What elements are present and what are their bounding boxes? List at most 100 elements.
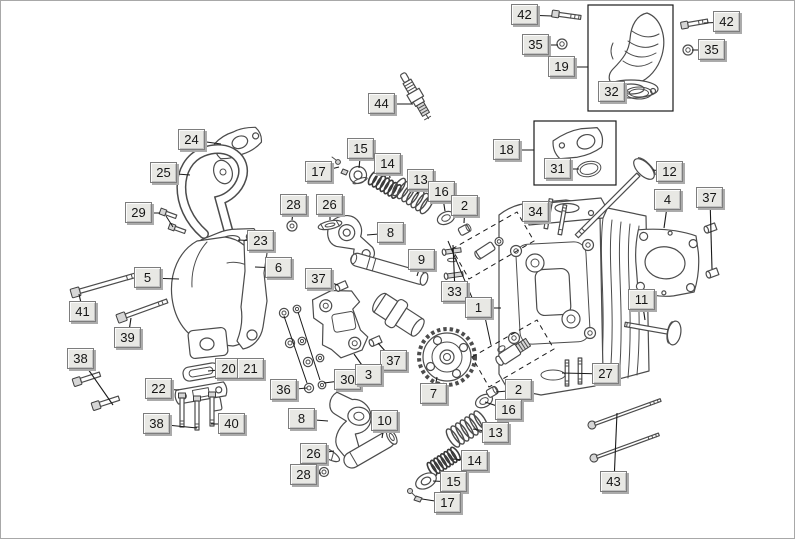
callout-8[interactable]: 8 <box>377 222 404 243</box>
callout-15[interactable]: 15 <box>440 471 467 492</box>
group-box-18 <box>533 120 617 186</box>
part-bolts-29 <box>158 207 187 235</box>
callout-41[interactable]: 41 <box>69 301 96 322</box>
callout-26[interactable]: 26 <box>316 194 343 215</box>
part-bolt-42-left <box>551 9 582 21</box>
part-shim-26-upper <box>317 219 343 231</box>
callout-28[interactable]: 28 <box>280 194 307 215</box>
part-breather-cover-20-21 <box>182 362 220 382</box>
callout-6[interactable]: 6 <box>265 257 292 278</box>
connector-line <box>447 240 474 301</box>
part-nut-28-upper <box>286 220 298 232</box>
part-spring-retainer-15-upper <box>348 165 368 185</box>
part-valve-spring-inner-lower <box>426 446 461 477</box>
part-oring-31 <box>576 160 602 178</box>
part-valve-cotters-17-lower <box>407 488 423 503</box>
callout-42[interactable]: 42 <box>713 11 740 32</box>
callout-33[interactable]: 33 <box>441 281 468 302</box>
connector-line <box>297 311 321 381</box>
callout-16[interactable]: 16 <box>428 181 455 202</box>
part-camshaft-holder-3 <box>311 289 369 359</box>
part-valve-spring-inner-upper <box>367 170 402 199</box>
connector-line <box>484 316 492 346</box>
callout-15[interactable]: 15 <box>347 138 374 159</box>
part-nut-35-left <box>556 38 568 50</box>
part-valve-exhaust-11 <box>623 320 682 346</box>
part-exhaust-flange-plate <box>552 127 604 160</box>
callout-42[interactable]: 42 <box>511 4 538 25</box>
callout-25[interactable]: 25 <box>150 162 177 183</box>
callout-17[interactable]: 17 <box>305 161 332 182</box>
connector-line <box>165 215 174 228</box>
callout-14[interactable]: 14 <box>461 450 488 471</box>
callout-34[interactable]: 34 <box>522 201 549 222</box>
part-valve-intake-12 <box>574 157 656 239</box>
callout-38[interactable]: 38 <box>67 348 94 369</box>
callout-40[interactable]: 40 <box>218 413 245 434</box>
callout-5[interactable]: 5 <box>134 267 161 288</box>
part-nut-35-right <box>682 44 694 56</box>
part-dowels-37-right <box>703 222 720 279</box>
callout-27[interactable]: 27 <box>592 363 619 384</box>
callout-37[interactable]: 37 <box>380 350 407 371</box>
leader-line <box>709 197 713 270</box>
callout-20[interactable]: 20 <box>215 358 242 379</box>
callout-37[interactable]: 37 <box>305 268 332 289</box>
callout-44[interactable]: 44 <box>368 93 395 114</box>
callout-16[interactable]: 16 <box>495 399 522 420</box>
leader-line <box>613 412 618 483</box>
callout-8[interactable]: 8 <box>288 408 315 429</box>
callout-7[interactable]: 7 <box>420 383 447 404</box>
callout-12[interactable]: 12 <box>656 161 683 182</box>
callout-14[interactable]: 14 <box>374 153 401 174</box>
callout-32[interactable]: 32 <box>598 81 625 102</box>
part-bolt-42-right <box>680 18 709 30</box>
callout-31[interactable]: 31 <box>544 158 571 179</box>
callout-2[interactable]: 2 <box>505 379 532 400</box>
connector-line <box>283 315 308 384</box>
part-spring-retainer-15-lower <box>415 472 437 490</box>
callout-36[interactable]: 36 <box>270 379 297 400</box>
callout-26[interactable]: 26 <box>300 443 327 464</box>
part-rocker-shaft-10 <box>343 429 398 469</box>
callout-11[interactable]: 11 <box>628 289 655 310</box>
part-valve-spring-outer-upper <box>391 177 434 215</box>
callout-29[interactable]: 29 <box>125 202 152 223</box>
part-spark-plug <box>400 72 432 121</box>
callout-13[interactable]: 13 <box>482 422 509 443</box>
part-camshaft <box>372 292 477 387</box>
callout-39[interactable]: 39 <box>114 327 141 348</box>
callout-35[interactable]: 35 <box>698 39 725 60</box>
part-valve-cotters-17-upper <box>331 156 349 176</box>
callout-9[interactable]: 9 <box>408 249 435 270</box>
part-spring-seat-16-lower <box>474 393 494 409</box>
callout-1[interactable]: 1 <box>465 297 492 318</box>
callout-17[interactable]: 17 <box>434 492 461 513</box>
callout-37[interactable]: 37 <box>696 187 723 208</box>
callout-21[interactable]: 21 <box>237 358 264 379</box>
callout-13[interactable]: 13 <box>407 169 434 190</box>
callout-43[interactable]: 43 <box>600 471 627 492</box>
part-bolt-39 <box>115 298 169 324</box>
callout-2[interactable]: 2 <box>451 195 478 216</box>
callout-23[interactable]: 23 <box>247 230 274 251</box>
part-dowel-37-mid <box>334 280 349 292</box>
callout-38[interactable]: 38 <box>143 413 170 434</box>
part-nut-28-lower <box>318 466 330 478</box>
callout-4[interactable]: 4 <box>654 189 681 210</box>
callout-22[interactable]: 22 <box>145 378 172 399</box>
part-studs-38-40 <box>178 391 216 431</box>
callout-19[interactable]: 19 <box>548 56 575 77</box>
part-valve-guide-lower <box>495 337 532 366</box>
part-oring-32 <box>625 86 653 100</box>
callout-35[interactable]: 35 <box>522 34 549 55</box>
callout-24[interactable]: 24 <box>178 129 205 150</box>
part-rocker-shaft-9 <box>350 252 429 286</box>
callout-18[interactable]: 18 <box>493 139 520 160</box>
callout-10[interactable]: 10 <box>371 410 398 431</box>
callout-28[interactable]: 28 <box>290 464 317 485</box>
callout-3[interactable]: 3 <box>355 364 382 385</box>
callout-30[interactable]: 30 <box>334 369 361 390</box>
